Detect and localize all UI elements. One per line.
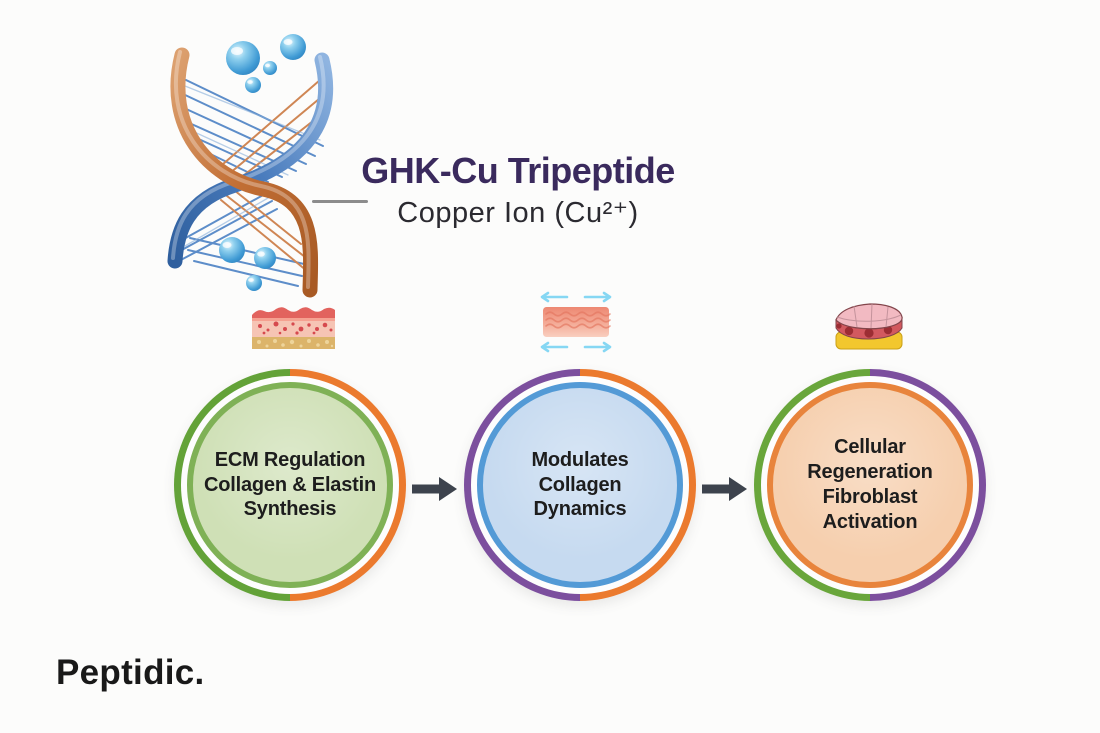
flow-arrow-right-icon bbox=[412, 477, 457, 501]
stage-label-line: Collagen bbox=[538, 473, 622, 496]
stage-label-line: Dynamics bbox=[533, 498, 627, 521]
brand-logo: Peptidic. bbox=[56, 653, 205, 692]
subtitle: Copper Ion (Cu²⁺) bbox=[397, 197, 639, 229]
stage-inner-circle: Cellular Regeneration Fibroblast Activat… bbox=[767, 382, 973, 588]
dna-strands bbox=[167, 47, 334, 298]
stage-inner-circle: ECM Regulation Collagen & Elastin Synthe… bbox=[187, 382, 393, 588]
skin-elasticity-icon bbox=[540, 291, 612, 353]
stage-label-line: Fibroblast bbox=[822, 486, 918, 508]
page-title: GHK-Cu Tripeptide bbox=[361, 150, 675, 191]
stage-label: Cellular Regeneration Fibroblast Activat… bbox=[807, 435, 933, 534]
stage-circle-cellular-regeneration: Cellular Regeneration Fibroblast Activat… bbox=[754, 369, 986, 601]
stage-label-line: Modulates bbox=[531, 448, 629, 471]
stage-circle-modulates-collagen: Modulates Collagen Dynamics bbox=[464, 369, 696, 601]
skin-layers-icon bbox=[252, 307, 335, 349]
stage-circle-ecm-regulation: ECM Regulation Collagen & Elastin Synthe… bbox=[174, 369, 406, 601]
connector-line bbox=[312, 200, 368, 203]
dna-helix-illustration bbox=[167, 34, 334, 298]
flow-arrow-right-icon bbox=[702, 477, 747, 501]
bubbles bbox=[219, 34, 306, 291]
stage-label-line: Synthesis bbox=[243, 498, 337, 521]
stage-label-line: Regeneration bbox=[807, 461, 933, 484]
stage-label: Modulates Collagen Dynamics bbox=[531, 448, 628, 522]
stage-label-line: Activation bbox=[822, 510, 918, 533]
stage-label: ECM Regulation Collagen & Elastin Synthe… bbox=[204, 448, 376, 522]
stage-inner-circle: Modulates Collagen Dynamics bbox=[477, 382, 683, 588]
header: GHK-Cu Tripeptide Copper Ion (Cu²⁺) bbox=[332, 150, 704, 230]
stage-label-line: ECM Regulation bbox=[214, 448, 366, 471]
stage-label-line: Cellular bbox=[834, 436, 906, 459]
cell-cluster-icon bbox=[835, 303, 903, 350]
stage-label-line: Collagen & Elastin bbox=[204, 473, 376, 496]
